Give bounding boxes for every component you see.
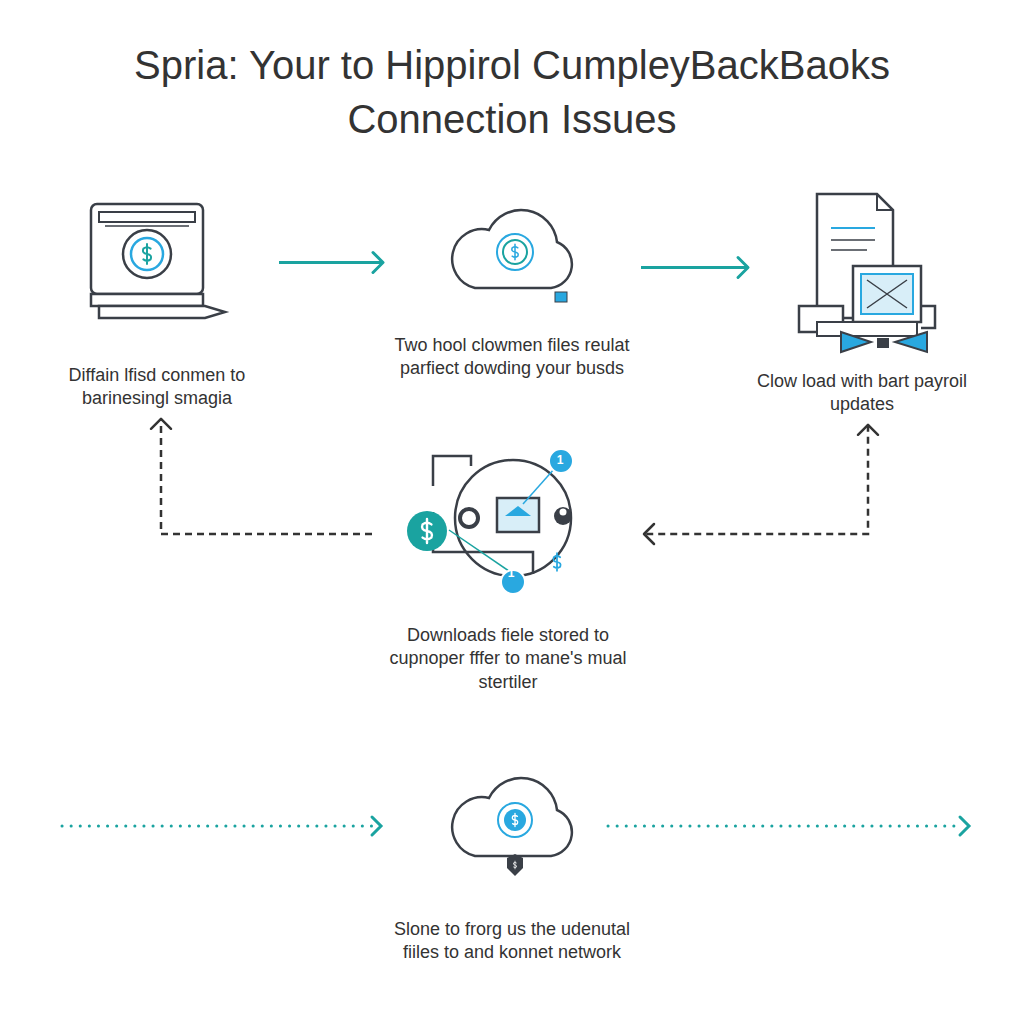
- connector-line: [279, 261, 383, 264]
- icon-node: Diffain lfisd conmen to barinesingl smag…: [39, 196, 275, 411]
- connector-line: [641, 266, 748, 269]
- dotted-line: [62, 825, 372, 828]
- arrow-head: [738, 258, 748, 278]
- node-illustration: [437, 196, 587, 314]
- node-icon: [437, 196, 587, 314]
- node-caption: Diffain lfisd conmen to barinesingl smag…: [39, 364, 275, 411]
- connector-line: [644, 425, 868, 534]
- flow-connector: [644, 425, 878, 544]
- connector-line: [161, 419, 372, 534]
- node-illustration: [77, 196, 237, 328]
- diagram-title: Spria: Your to Hippirol CumpleyBackBaoks…: [62, 38, 962, 146]
- flow-connector: [151, 419, 372, 534]
- flow-connector: [641, 258, 748, 278]
- icon-node: Slone to frorg us the udenutal fiiles to…: [387, 764, 637, 965]
- callout-number: 1: [551, 451, 569, 469]
- icon-node: Two hool clowmen files reulat parfiect d…: [387, 196, 637, 381]
- node-illustration: [777, 188, 947, 356]
- node-illustration: [437, 764, 587, 882]
- arrow-head: [644, 524, 654, 544]
- arrow-head: [372, 817, 381, 835]
- node-caption: Downloads fiele stored to cupnoper fffer…: [378, 624, 638, 694]
- arrow-head: [858, 425, 878, 435]
- icon-node: Clow load with bart payroil updates: [752, 188, 972, 417]
- arrow-head: [960, 817, 969, 835]
- node-icon: [437, 764, 587, 882]
- node-caption: Two hool clowmen files reulat parfiect d…: [387, 334, 637, 381]
- node-caption: Clow load with bart payroil updates: [752, 370, 972, 417]
- node-caption: Slone to frorg us the udenutal fiiles to…: [387, 918, 637, 965]
- callout-number: 1: [502, 564, 520, 582]
- arrow-head: [373, 253, 383, 273]
- node-icon: [77, 196, 237, 328]
- flow-connector: [279, 253, 383, 273]
- arrow-head: [151, 419, 171, 429]
- dotted-line: [608, 825, 960, 828]
- node-icon: [777, 188, 947, 356]
